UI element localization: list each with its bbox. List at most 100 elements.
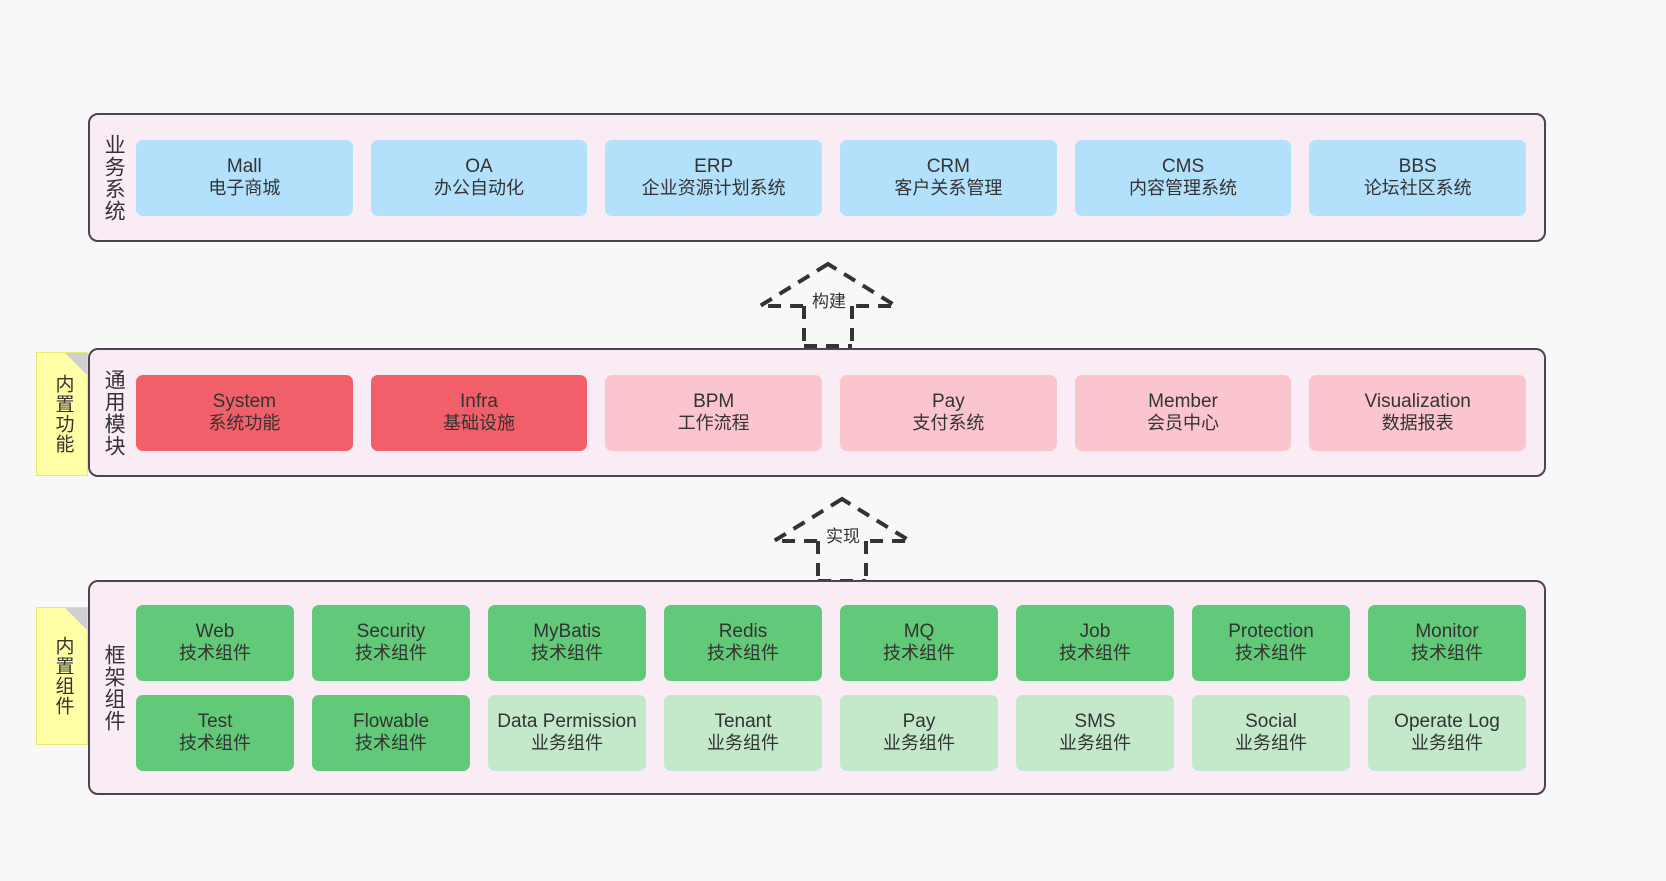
card-title-cn: 内容管理系统 — [1129, 178, 1238, 199]
card-title-en: Tenant — [714, 710, 772, 732]
card-title-en: CMS — [1161, 155, 1205, 177]
sticky-note-builtin-features[interactable]: 内置功能 — [36, 352, 88, 476]
card-title-en: Operate Log — [1394, 710, 1500, 732]
layer-framework-components-title: 框架组件 — [102, 643, 126, 732]
card-title-en: Mall — [226, 155, 262, 177]
card-title-en: Social — [1245, 710, 1297, 732]
card-title-en: Redis — [718, 620, 768, 642]
card-title-cn: 会员中心 — [1147, 413, 1220, 434]
card-title-en: Pay — [931, 390, 965, 412]
card-title-en: Test — [197, 710, 233, 732]
card-title-cn: 客户关系管理 — [894, 178, 1003, 199]
card-title-cn: 工作流程 — [677, 413, 750, 434]
card-title-cn: 技术组件 — [1059, 643, 1131, 664]
card-title-cn: 技术组件 — [355, 643, 427, 664]
card-title-en: Web — [195, 620, 235, 642]
sticky-note-builtin-components[interactable]: 内置组件 — [36, 607, 88, 745]
card-title-en: BPM — [693, 390, 735, 412]
card-title-cn: 支付系统 — [912, 413, 985, 434]
card-title-cn: 技术组件 — [179, 643, 251, 664]
card-title-cn: 论坛社区系统 — [1363, 178, 1472, 199]
layer-business-system-title: 业务系统 — [102, 133, 126, 222]
card-title-en: BBS — [1398, 155, 1437, 177]
card-title-en: Security — [356, 620, 426, 642]
card-title-en: Visualization — [1364, 390, 1471, 412]
card-title-cn: 技术组件 — [1411, 643, 1483, 664]
card-title-cn: 技术组件 — [355, 733, 427, 754]
card-title-en: Flowable — [352, 710, 430, 732]
card-title-en: SMS — [1074, 710, 1116, 732]
card-title-en: MQ — [903, 620, 935, 642]
card-title-cn: 技术组件 — [883, 643, 955, 664]
card-title-cn: 业务组件 — [1059, 733, 1131, 754]
sticky-note-builtin-components-label: 内置组件 — [52, 636, 74, 716]
card-title-en: Infra — [459, 390, 499, 412]
card-title-en: Pay — [902, 710, 936, 732]
card-title-cn: 业务组件 — [707, 733, 779, 754]
card-title-cn: 技术组件 — [179, 733, 251, 754]
card-title-en: Monitor — [1415, 620, 1479, 642]
card-title-cn: 数据报表 — [1381, 413, 1454, 434]
note-fold-corner-icon — [65, 353, 87, 375]
card-title-cn: 业务组件 — [1235, 733, 1307, 754]
card-title-en: MyBatis — [533, 620, 601, 642]
card-title-cn: 技术组件 — [707, 643, 779, 664]
connector-build: 构建 — [752, 261, 904, 348]
layer-common-modules-title: 通用模块 — [102, 368, 126, 457]
connector-build-stem — [802, 306, 854, 348]
card-title-cn: 电子商城 — [208, 178, 281, 199]
card-title-en: ERP — [694, 155, 734, 177]
connector-implement-stem — [816, 541, 868, 583]
card-title-en: System — [212, 390, 277, 412]
card-title-cn: 系统功能 — [208, 413, 281, 434]
note-fold-corner-icon — [65, 608, 87, 630]
card-title-en: Member — [1148, 390, 1218, 412]
connector-implement: 实现 — [766, 496, 918, 583]
card-title-cn: 企业资源计划系统 — [641, 178, 786, 199]
connector-implement-label: 实现 — [824, 527, 862, 546]
card-title-en: Protection — [1228, 620, 1314, 642]
card-title-cn: 业务组件 — [531, 733, 603, 754]
connector-build-label: 构建 — [810, 292, 848, 311]
card-title-cn: 技术组件 — [531, 643, 603, 664]
card-title-en: OA — [465, 155, 493, 177]
card-title-cn: 技术组件 — [1235, 643, 1307, 664]
